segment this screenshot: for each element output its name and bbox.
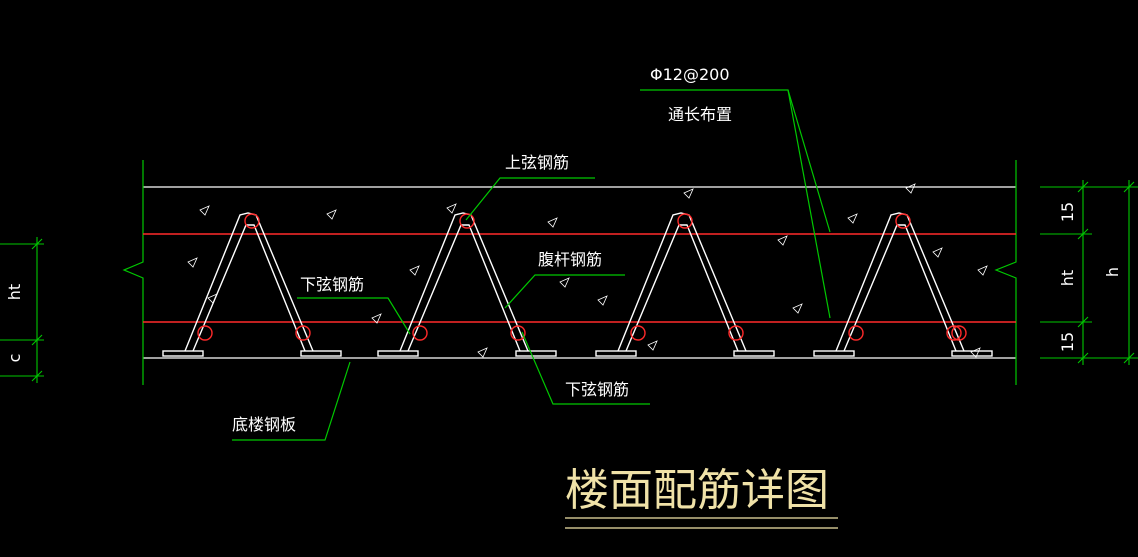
bottom-chord-bar-left — [412, 325, 428, 341]
title-underline — [565, 517, 838, 529]
dim-left-ht: ht — [5, 284, 24, 300]
aggregate-triangle — [371, 313, 382, 324]
slab-outline — [143, 186, 1016, 359]
aggregate-triangle — [446, 203, 457, 214]
bottom-chord-bar-left — [197, 325, 213, 341]
web-bar-outer — [184, 212, 314, 352]
web-bar-outer — [835, 212, 965, 352]
aggregate-triangle — [905, 183, 916, 194]
web-bar-inner — [843, 224, 957, 352]
top-bar-spec-label: Φ12@200 — [650, 65, 730, 84]
aggregate-triangle — [597, 295, 608, 306]
top-chord-bar — [895, 213, 911, 229]
deck-foot-right — [951, 350, 993, 357]
aggregate-triangle — [187, 257, 198, 268]
break-lines — [122, 160, 1017, 385]
dim-truss-height: ht — [1058, 270, 1077, 286]
dim-total-height: h — [1103, 267, 1122, 277]
deck-foot-left — [813, 350, 855, 357]
web-bar-outer — [617, 212, 747, 352]
top-bar-note-label: 通长布置 — [668, 105, 732, 124]
deck-plate-label: 底楼钢板 — [232, 415, 296, 434]
steel-bar-trusses — [162, 212, 993, 357]
aggregate-triangle — [477, 347, 488, 358]
aggregate-triangle — [559, 277, 570, 288]
aggregate-triangle — [199, 205, 210, 216]
aggregate-triangle — [847, 213, 858, 224]
concrete-aggregate-pattern — [187, 183, 988, 358]
aggregate-triangle — [409, 265, 420, 276]
aggregate-triangle — [777, 235, 788, 246]
dim-left-c: c — [5, 354, 24, 363]
deck-foot-right — [515, 350, 557, 357]
aggregate-triangle — [792, 303, 803, 314]
top-chord-label: 上弦钢筋 — [505, 153, 569, 172]
aggregate-triangle — [932, 247, 943, 258]
web-bar-inner — [625, 224, 739, 352]
bottom-chord-bar-right — [728, 325, 744, 341]
bottom-chord-bar-left — [630, 325, 646, 341]
top-chord-bar — [677, 213, 693, 229]
leader-lines — [232, 89, 831, 441]
deck-foot-right — [733, 350, 775, 357]
aggregate-triangle — [683, 188, 694, 199]
deck-foot-left — [377, 350, 419, 357]
aggregate-triangle — [647, 340, 658, 351]
web-bar-outer — [399, 212, 529, 352]
aggregate-triangle — [547, 217, 558, 228]
web-bar-label: 腹杆钢筋 — [538, 250, 602, 269]
web-bar-inner — [192, 224, 306, 352]
dim-top-cover: 15 — [1058, 202, 1077, 222]
top-chord-bar — [459, 213, 475, 229]
deck-foot-right — [300, 350, 342, 357]
drawing-title: 楼面配筋详图 — [565, 465, 829, 516]
longitudinal-rebars — [143, 233, 1016, 323]
web-bar-inner — [407, 224, 521, 352]
dim-bottom-cover: 15 — [1058, 332, 1077, 352]
bottom-chord-bar-left — [848, 325, 864, 341]
bottom-chord-bar-right — [295, 325, 311, 341]
bottom-chord-bar-right — [510, 325, 526, 341]
bottom-chord-right-label: 下弦钢筋 — [565, 380, 629, 399]
top-chord-bar — [244, 213, 260, 229]
bottom-chord-bar-right — [946, 325, 962, 341]
right-dimension-chain — [1040, 180, 1138, 365]
aggregate-triangle — [326, 209, 337, 220]
bottom-chord-bar-end — [951, 325, 967, 341]
aggregate-triangle — [977, 265, 988, 276]
deck-foot-left — [595, 350, 637, 357]
deck-foot-left — [162, 350, 204, 357]
left-dimension-chain — [0, 237, 44, 383]
aggregate-triangle — [970, 347, 981, 358]
bottom-chord-left-label: 下弦钢筋 — [300, 275, 364, 294]
